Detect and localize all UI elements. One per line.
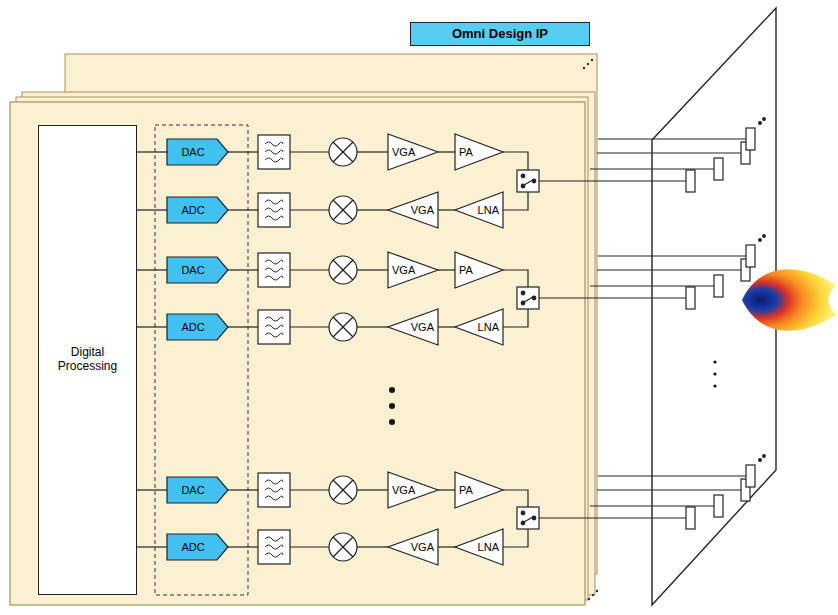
node-label: DAC [181,264,204,277]
lna-amplifier: LNA [455,192,503,228]
node-label: ADC [181,541,204,554]
signal-wire [438,269,455,270]
signal-wire [438,546,455,547]
node-label: PA [459,264,473,277]
adc-block: ADC [167,534,228,560]
node-label: VGA [392,484,415,497]
node-label: VGA [411,204,434,217]
adc-block: ADC [167,314,228,340]
adc-block: ADC [167,197,228,223]
pa-amplifier: PA [455,472,503,508]
dac-block: DAC [167,477,228,503]
signal-wire [137,326,167,327]
signal-wire [137,151,167,152]
node-label: DAC [181,146,204,159]
signal-wire [438,489,455,490]
node-label: VGA [392,264,415,277]
processing-block: Digital Processing [38,125,137,595]
pa-amplifier: PA [455,134,503,170]
node-label: LNA [478,541,499,554]
vga-amplifier: VGA [388,252,438,288]
vga-amplifier: VGA [388,472,438,508]
dac-block: DAC [167,257,228,283]
node-label: PA [459,484,473,497]
node-label: LNA [478,321,499,334]
node-label: VGA [411,541,434,554]
signal-wire [438,209,455,210]
node-label: VGA [392,146,415,159]
vga-amplifier: VGA [388,134,438,170]
node-label: ADC [181,321,204,334]
vga-amplifier: VGA [388,529,438,565]
node-label: ADC [181,204,204,217]
node-label: PA [459,146,473,159]
node-label: Digital Processing [43,346,132,374]
node-label: VGA [411,321,434,334]
dac-block: DAC [167,139,228,165]
lna-amplifier: LNA [455,529,503,565]
signal-wire [438,326,455,327]
lna-amplifier: LNA [455,309,503,345]
signal-wire [137,209,167,210]
vga-amplifier: VGA [388,192,438,228]
signal-wire [137,546,167,547]
vga-amplifier: VGA [388,309,438,345]
ip-label-box: Omni Design IP [410,22,590,46]
signal-wire [438,151,455,152]
node-label: DAC [181,484,204,497]
pa-amplifier: PA [455,252,503,288]
signal-wire [137,269,167,270]
node-label: LNA [478,204,499,217]
node-label: Omni Design IP [452,27,548,42]
signal-wire [137,489,167,490]
